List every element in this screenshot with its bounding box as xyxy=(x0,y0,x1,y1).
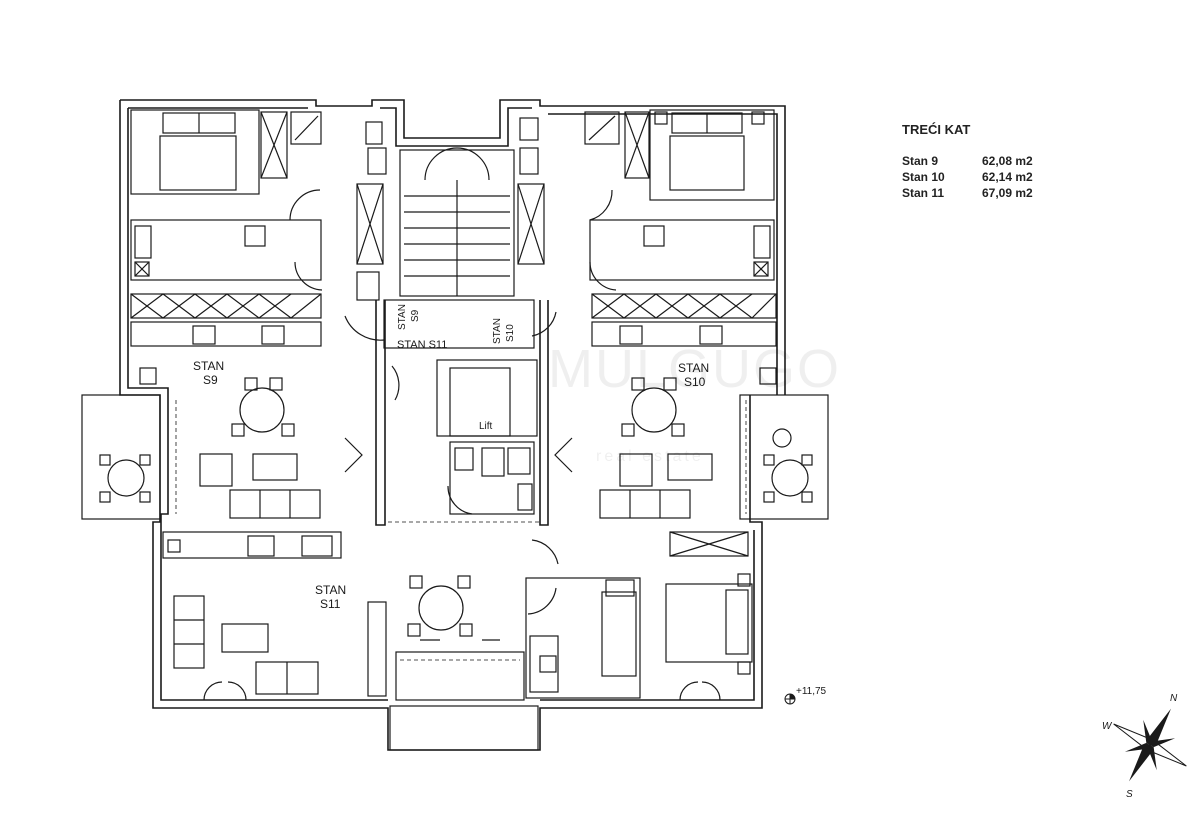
compass-south-label: S xyxy=(1126,789,1133,800)
label-stan-s11-code: S11 xyxy=(320,597,341,611)
elevation-marker: +11,75 xyxy=(784,686,827,705)
threshold-lines xyxy=(175,400,747,661)
balcony-right xyxy=(739,394,829,520)
area-legend: TREĆI KAT Stan 9 62,08 m2 Stan 10 62,14 … xyxy=(902,122,1033,201)
apartment-s9-rooms xyxy=(130,109,387,519)
stair-core xyxy=(344,147,557,515)
apartment-s10-rooms xyxy=(517,109,777,519)
legend-apartment-name: Stan 9 xyxy=(902,154,939,168)
legend-row: Stan 11 67,09 m2 xyxy=(902,185,1033,201)
label-stan-s10: STAN xyxy=(678,361,709,375)
legend-row: Stan 9 62,08 m2 xyxy=(902,153,1033,169)
label-corridor-s10-b: S10 xyxy=(505,324,516,342)
compass-west-label: W xyxy=(1102,721,1113,732)
label-corridor-s11: STAN S11 xyxy=(397,339,447,351)
balcony-left xyxy=(81,394,161,520)
room-labels: STAN S9 STAN S10 STAN S11 Lift STAN S11 … xyxy=(193,304,709,611)
label-stan-s11: STAN xyxy=(315,583,346,597)
compass-rose-icon: N W S xyxy=(1102,693,1187,800)
watermark-logo: MULGUGO xyxy=(548,339,842,399)
legend-apartment-name: Stan 10 xyxy=(902,170,945,184)
label-stan-s10-code: S10 xyxy=(684,375,706,389)
watermark-subtitle: real estate xyxy=(596,448,704,465)
legend-row: Stan 10 62,14 m2 xyxy=(902,169,1033,185)
label-corridor-s10-a: STAN xyxy=(492,318,503,344)
legend-apartment-area: 67,09 m2 xyxy=(982,186,1033,200)
legend-apartment-area: 62,14 m2 xyxy=(982,170,1033,184)
legend-apartment-name: Stan 11 xyxy=(902,186,945,200)
balcony-bottom xyxy=(389,705,539,751)
apartment-s11-rooms xyxy=(162,531,753,701)
elevation-label: +11,75 xyxy=(796,686,827,697)
label-stan-s9-code: S9 xyxy=(203,373,218,387)
compass-north-label: N xyxy=(1170,693,1178,704)
legend-title: TREĆI KAT xyxy=(902,122,971,137)
label-lift: Lift xyxy=(479,421,493,432)
label-corridor-s9-b: S9 xyxy=(410,309,421,322)
label-stan-s9: STAN xyxy=(193,359,224,373)
label-corridor-s9-a: STAN xyxy=(397,304,408,330)
legend-apartment-area: 62,08 m2 xyxy=(982,154,1033,168)
